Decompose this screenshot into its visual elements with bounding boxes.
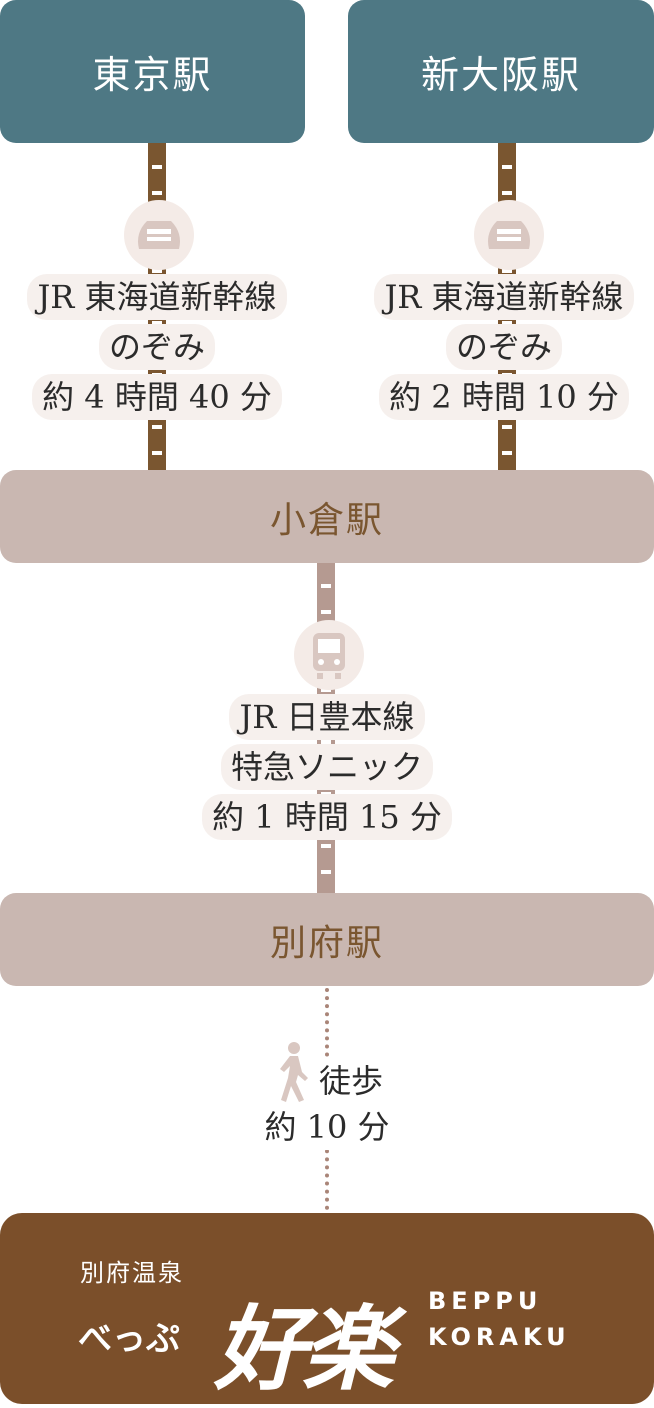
walking-person-icon bbox=[272, 1040, 312, 1104]
route-tokyo-kokura: JR 東海道新幹線 のぞみ 約 4 時間 40 分 bbox=[0, 272, 314, 422]
route-train: のぞみ bbox=[98, 324, 215, 370]
brand-kana: べっぷ bbox=[78, 1319, 180, 1359]
route-osaka-kokura: JR 東海道新幹線 のぞみ 約 2 時間 10 分 bbox=[354, 272, 654, 422]
brand-banner: 別府温泉 べっぷ 好楽 BEPPU KORAKU bbox=[0, 1213, 654, 1404]
shinkansen-icon bbox=[474, 200, 544, 270]
walk-mode: 徒歩 bbox=[312, 1058, 389, 1104]
station-beppu-label: 別府駅 bbox=[269, 922, 384, 964]
station-tokyo: 東京駅 bbox=[0, 0, 305, 143]
station-shin-osaka-label: 新大阪駅 bbox=[420, 53, 581, 97]
brand-english-line2: KORAKU bbox=[428, 1323, 571, 1351]
brand-subtitle: 別府温泉 bbox=[80, 1259, 184, 1287]
station-tokyo-label: 東京駅 bbox=[92, 53, 213, 97]
route-train: のぞみ bbox=[445, 324, 562, 370]
station-kokura-label: 小倉駅 bbox=[269, 499, 384, 541]
route-time: 約 4 時間 40 分 bbox=[32, 374, 282, 420]
route-time: 約 2 時間 10 分 bbox=[379, 374, 629, 420]
brand-english: BEPPU KORAKU bbox=[428, 1283, 571, 1355]
brand-english-line1: BEPPU bbox=[428, 1287, 543, 1315]
station-beppu: 別府駅 bbox=[0, 893, 654, 986]
route-kokura-beppu: JR 日豊本線 特急ソニック 約 1 時間 15 分 bbox=[177, 692, 477, 842]
brand-logo: 好楽 bbox=[214, 1295, 394, 1403]
walk-info: 徒歩 約 10 分 bbox=[240, 1058, 414, 1150]
route-line: JR 東海道新幹線 bbox=[27, 274, 287, 320]
route-line: JR 日豊本線 bbox=[229, 694, 425, 740]
station-shin-osaka: 新大阪駅 bbox=[348, 0, 654, 143]
route-train: 特急ソニック bbox=[220, 744, 433, 790]
train-icon bbox=[294, 620, 364, 690]
route-line: JR 東海道新幹線 bbox=[374, 274, 634, 320]
route-time: 約 1 時間 15 分 bbox=[202, 794, 452, 840]
shinkansen-icon bbox=[124, 200, 194, 270]
walk-time: 約 10 分 bbox=[258, 1104, 396, 1150]
station-kokura: 小倉駅 bbox=[0, 470, 654, 563]
